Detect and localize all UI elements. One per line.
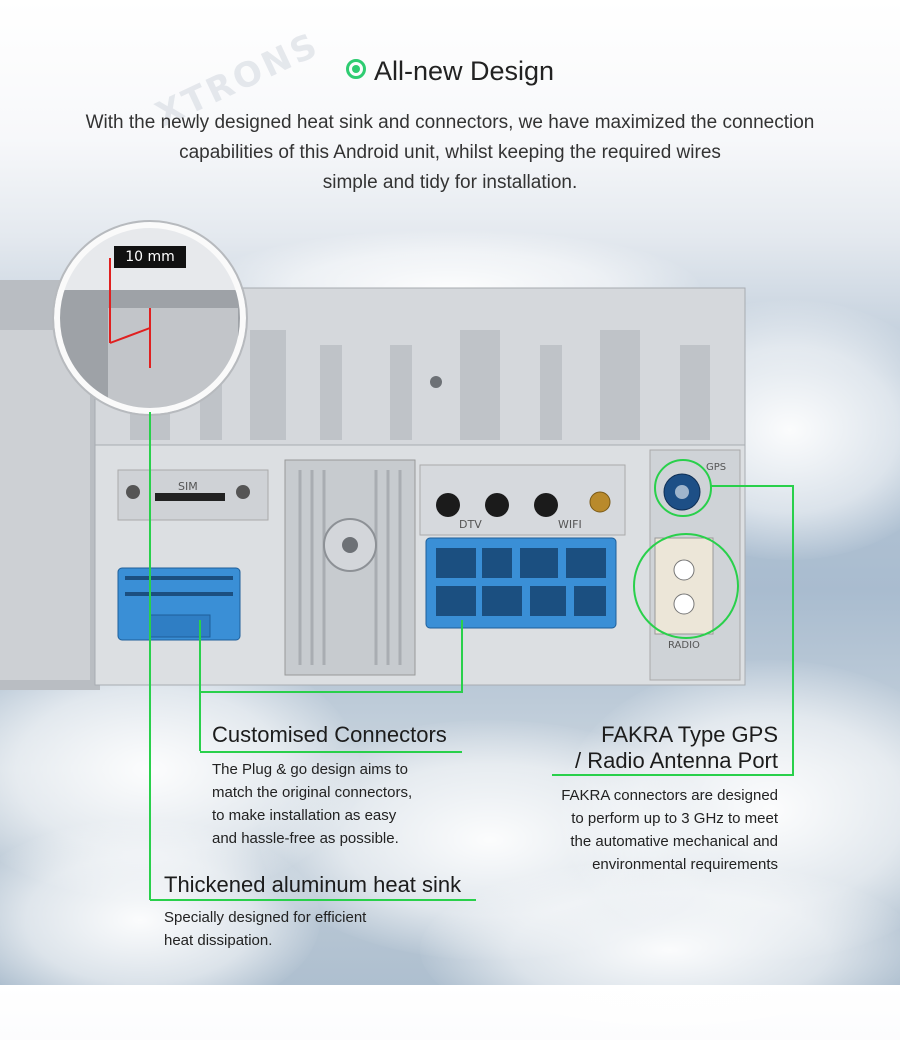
callout-body: Specially designed for efficient heat di… xyxy=(164,906,494,952)
callout-line: the automative mechanical and xyxy=(570,833,778,850)
sim-label: SIM xyxy=(178,480,198,493)
radio-label: RADIO xyxy=(668,640,700,651)
callout-title: / Radio Antenna Port xyxy=(574,748,778,773)
callout-line: to perform up to 3 GHz to meet xyxy=(571,810,778,827)
gps-label: GPS xyxy=(706,462,726,473)
callout-body: FAKRA connectors are designed to perform… xyxy=(540,784,778,876)
connectors-underline xyxy=(200,751,462,753)
radio-button-icon xyxy=(345,58,366,79)
callout-line: environmental requirements xyxy=(592,856,778,873)
wifi-label: WIFI xyxy=(558,518,582,531)
callout-line: and hassle-free as possible. xyxy=(212,830,399,847)
callout-connectors: Customised Connectors The Plug & go desi… xyxy=(212,722,492,850)
callout-title: Customised Connectors xyxy=(212,722,447,747)
callout-body: The Plug & go design aims to match the o… xyxy=(212,758,492,850)
callout-line: heat dissipation. xyxy=(164,932,273,949)
callout-line: Specially designed for efficient xyxy=(164,909,367,926)
header: All-new Design With the newly designed h… xyxy=(0,0,900,205)
callout-line: match the original connectors, xyxy=(212,784,413,801)
callout-line: The Plug & go design aims to xyxy=(212,761,408,778)
page-title: All-new Design xyxy=(373,56,555,86)
callout-title: Thickened aluminum heat sink xyxy=(164,872,462,897)
callout-heatsink: Thickened aluminum heat sink Specially d… xyxy=(164,872,494,952)
intro-line: simple and tidy for installation. xyxy=(322,172,578,193)
dimension-label: 10 mm xyxy=(114,246,186,268)
callout-title: FAKRA Type GPS xyxy=(601,722,778,747)
dtv-label: DTV xyxy=(459,518,482,531)
callout-fakra: FAKRA Type GPS / Radio Antenna Port FAKR… xyxy=(540,722,778,876)
intro-line: With the newly designed heat sink and co… xyxy=(85,112,815,133)
callout-line: to make installation as easy xyxy=(212,807,397,824)
callout-line: FAKRA connectors are designed xyxy=(561,787,778,804)
intro-text: With the newly designed heat sink and co… xyxy=(50,108,850,198)
intro-line: capabilities of this Android unit, whils… xyxy=(179,142,721,163)
title-row: All-new Design xyxy=(0,56,900,87)
zoom-magnifier xyxy=(52,220,248,416)
